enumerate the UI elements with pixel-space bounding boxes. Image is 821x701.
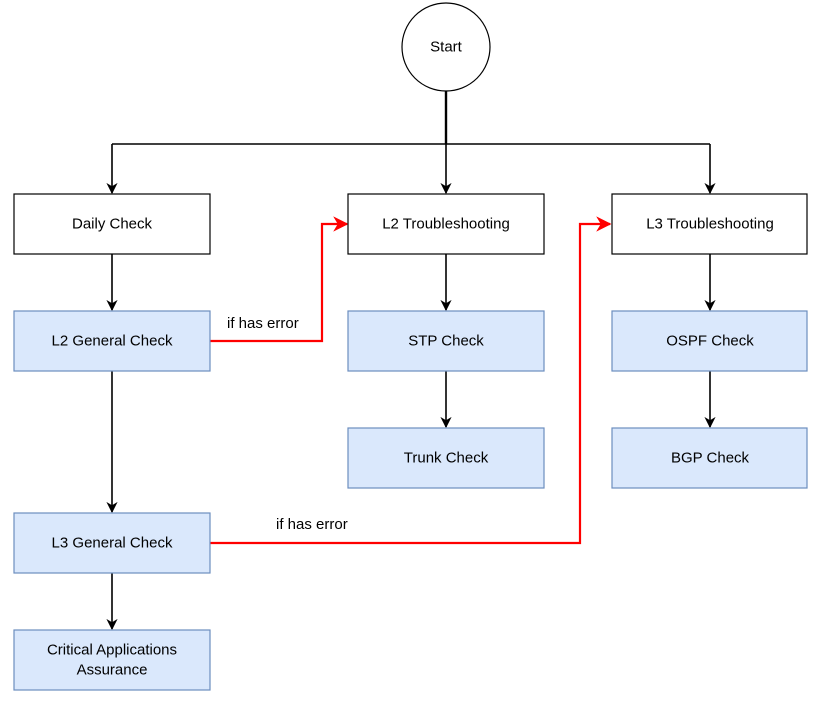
edge-label-l3-error: if has error	[276, 516, 348, 533]
l3-troubleshooting-node: L3 Troubleshooting	[611, 193, 808, 255]
ospf-check-label: OSPF Check	[666, 333, 754, 350]
critical-applications-node: Critical Applications Assurance	[13, 629, 211, 691]
l3-troubleshooting-label: L3 Troubleshooting	[646, 216, 774, 233]
stp-check-label: STP Check	[408, 333, 484, 350]
l3-general-check-node: L3 General Check	[13, 512, 211, 574]
l2-general-check-node: L2 General Check	[13, 310, 211, 372]
ospf-check-node: OSPF Check	[611, 310, 808, 372]
l2-troubleshooting-label: L2 Troubleshooting	[382, 216, 510, 233]
edge-l3-error	[210, 216, 612, 545]
daily-check-label: Daily Check	[72, 216, 153, 233]
start-node: Start	[401, 2, 491, 92]
edge-label-l2-error: if has error	[227, 315, 299, 332]
critical-applications-label-line2: Assurance	[77, 662, 148, 679]
bgp-check-label: BGP Check	[671, 450, 750, 467]
trunk-check-node: Trunk Check	[347, 427, 545, 489]
start-label: Start	[430, 39, 463, 56]
l2-troubleshooting-node: L2 Troubleshooting	[347, 193, 545, 255]
trunk-check-label: Trunk Check	[404, 450, 489, 467]
stp-check-node: STP Check	[347, 310, 545, 372]
l3-general-check-label: L3 General Check	[52, 535, 173, 552]
critical-applications-label-line1: Critical Applications	[47, 642, 177, 659]
bgp-check-node: BGP Check	[611, 427, 808, 489]
l2-general-check-label: L2 General Check	[52, 333, 173, 350]
daily-check-node: Daily Check	[13, 193, 211, 255]
edge-l2-error	[210, 216, 349, 343]
